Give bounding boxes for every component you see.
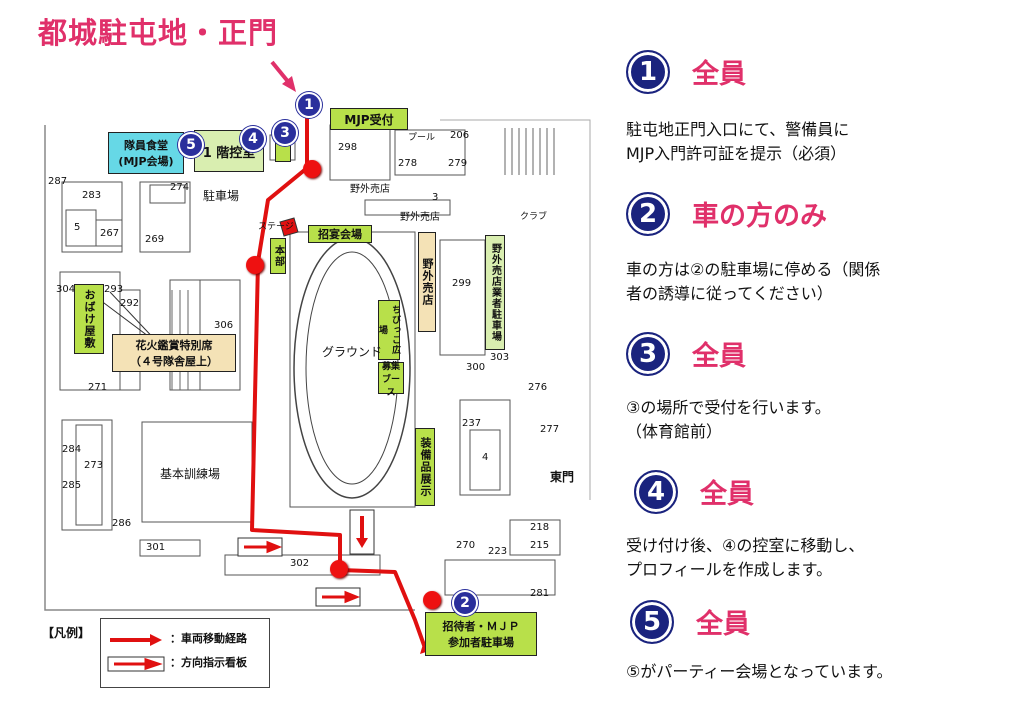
step-2-desc: 車の方は②の駐車場に停める（関係 者の誘導に従ってください） [626, 260, 881, 303]
equipment-label: 装備品展示 [415, 428, 435, 506]
step-1-number-icon: 1 [626, 50, 670, 94]
marker-4: 4 [240, 126, 266, 152]
bldg-num: 284 [62, 444, 82, 455]
honbu-label: 本部 [270, 238, 286, 274]
outdoor-shop-vertical: 野外売店 [418, 232, 436, 332]
bldg-num: 267 [100, 228, 120, 239]
bldg-num: 271 [88, 382, 108, 393]
bldg-num: 4 [482, 452, 489, 463]
step-4-desc: 受け付け後、④の控室に移動し、 プロフィールを作成します。 [626, 536, 865, 579]
bldg-num: 218 [530, 522, 550, 533]
bldg-num: 237 [462, 418, 482, 429]
bldg-num: 303 [490, 352, 510, 363]
marker-3: 3 [272, 120, 298, 146]
bldg-num: 273 [84, 460, 104, 471]
step-2-number-icon: 2 [626, 192, 670, 236]
bldg-num: 301 [146, 542, 166, 553]
step-1-desc: 駐屯地正門入口にて、警備員に MJP入門許可証を提示（必須） [626, 120, 850, 163]
step-5-number-icon: 5 [630, 600, 674, 644]
bldg-num: 278 [398, 158, 418, 169]
route-point [330, 560, 348, 578]
parking-label: 駐車場 [203, 189, 240, 203]
bldg-num: 215 [530, 540, 550, 551]
vendor-parking-label: 野外売店業者駐車場 [485, 235, 505, 350]
bldg-num: 286 [112, 518, 132, 529]
bldg-num: 298 [338, 142, 358, 153]
fireworks-label: 花火鑑賞特別席 （４号隊舎屋上） [112, 334, 236, 372]
bldg-num: 293 [104, 284, 124, 295]
bldg-num: 281 [530, 588, 550, 599]
route-point [303, 160, 321, 178]
marker-5: 5 [178, 132, 204, 158]
reception-hall-label: 招宴会場 [308, 225, 372, 243]
step-5-desc: ⑤がパーティー会場となっています。 [626, 662, 893, 681]
pool-label: プール [408, 133, 436, 143]
kids-plaza-label: ちびっこ広場 [377, 300, 400, 360]
mjp-reception-label: MJP受付 [330, 108, 408, 130]
bldg-num: 292 [120, 298, 140, 309]
bldg-num: 274 [170, 182, 190, 193]
training-label: 基本訓練場 [160, 467, 221, 481]
guest-parking-label: 招待者・ＭＪＰ 参加者駐車場 [425, 612, 537, 656]
mess-hall-label: 隊員食堂 (MJP会場) [108, 132, 184, 174]
legend-box [100, 618, 270, 688]
legend-sign-text: ：方向指示看板 [170, 656, 247, 669]
bldg-num: 223 [488, 546, 508, 557]
bldg-num: 269 [145, 234, 165, 245]
bldg-num: 5 [74, 222, 81, 233]
step-3-heading: 全員 [692, 341, 746, 372]
bldg-num: 206 [450, 130, 470, 141]
east-gate-label: 東門 [550, 470, 575, 484]
step-5-heading: 全員 [696, 609, 750, 640]
club-label: クラブ [520, 212, 548, 222]
route-point [246, 256, 264, 274]
marker-2: 2 [452, 590, 478, 616]
step-4-number-icon: 4 [634, 470, 678, 514]
bldg-num: 277 [540, 424, 560, 435]
step-1-heading: 全員 [692, 59, 746, 90]
bldg-num: 287 [48, 176, 68, 187]
bldg-num: 276 [528, 382, 548, 393]
bldg-num: 299 [452, 278, 472, 289]
bldg-num: 283 [82, 190, 102, 201]
site-map: 都城駐屯地・正門 [38, 16, 591, 688]
ground-label: グラウンド [322, 345, 383, 359]
bldg-num: 3 [432, 192, 439, 203]
bldg-num: 306 [214, 320, 234, 331]
step-4-heading: 全員 [700, 479, 754, 510]
bldg-num: 300 [466, 362, 486, 373]
stage-label: ステージ [258, 222, 294, 232]
bldg-num: 270 [456, 540, 476, 551]
step-3-desc: ③の場所で受付を行います。 （体育館前） [626, 398, 831, 441]
route-point [423, 591, 441, 609]
bldg-num: 302 [290, 558, 310, 569]
marker-1: 1 [296, 92, 322, 118]
map-title: 都城駐屯地・正門 [38, 16, 279, 50]
legend-title: 【凡例】 [42, 626, 91, 640]
obake-label: おばけ屋敷 [74, 284, 104, 354]
step-3-number-icon: 3 [626, 332, 670, 376]
bldg-num: 279 [448, 158, 468, 169]
outdoor-shop-2: 野外売店 [400, 212, 440, 223]
gathering-booth-label: 募集ブース [378, 362, 404, 398]
bldg-num: 285 [62, 480, 82, 491]
step-2-heading: 車の方のみ [692, 201, 827, 232]
legend-route-text: ：車両移動経路 [170, 632, 247, 645]
outdoor-shop-top: 野外売店 [350, 184, 390, 195]
bldg-num: 304 [56, 284, 76, 295]
